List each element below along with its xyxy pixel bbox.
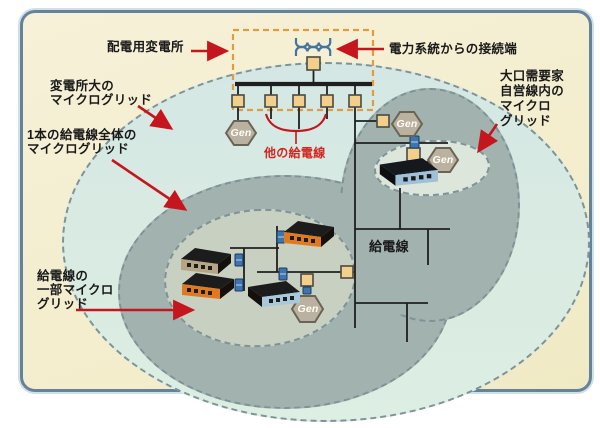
feeder-part-microgrid-label: 給電線の 一部マイクロ グリッド <box>37 269 114 311</box>
gen-label: Gen <box>432 154 454 166</box>
generators <box>224 111 460 323</box>
switch-square-icon <box>376 114 390 128</box>
gen-hexagon-icon <box>224 120 258 146</box>
other-feeders-arc-icon <box>264 113 328 144</box>
building-tan <box>181 248 231 274</box>
feeder-branches <box>257 107 450 342</box>
substation-dashed-box-icon <box>231 28 375 112</box>
gen-hexagon-icon <box>390 111 424 137</box>
substation-microgrid-label: 変電所大の マイクログリッド <box>50 79 153 107</box>
transformer-icon <box>294 38 332 56</box>
gen-label: Gen <box>230 127 252 139</box>
switch-square-icon <box>340 265 354 279</box>
large-customer-microgrid-label: 大口需要家 自営線内の マイクロ グリッド <box>500 69 565 128</box>
arrow-large-customer-microgrid <box>477 123 499 154</box>
switch-square-icon <box>348 94 362 108</box>
switch-squares <box>231 56 421 287</box>
annotation-arrows <box>76 38 499 321</box>
other-feeders-label: 他の給電線 <box>264 146 326 160</box>
arrow-feeder-whole-microgrid <box>111 158 188 211</box>
feeder-line-label: 給電線 <box>369 239 409 254</box>
switch-square-icon <box>300 273 314 287</box>
building-blue <box>248 281 300 307</box>
blue-connector-icon <box>302 286 312 295</box>
substation-label: 配電用変電所 <box>107 40 184 54</box>
switch-square-icon <box>306 56 321 71</box>
arrow-substation-microgrid <box>137 104 174 130</box>
building-orange-left <box>182 273 234 299</box>
switch-square-icon <box>231 94 245 108</box>
grid-connection-label: 電力系統からの接続端 <box>389 42 518 56</box>
building-orange-top <box>284 221 334 247</box>
blue-connectors <box>234 135 420 295</box>
switch-square-icon <box>320 94 334 108</box>
switch-square-icon <box>292 94 306 108</box>
switch-square-icon <box>264 94 278 108</box>
building-large-customer <box>379 158 438 186</box>
gen-label: Gen <box>297 303 319 315</box>
gen-label: Gen <box>396 118 418 130</box>
feeder-whole-microgrid-label: 1本の給電線全体の マイクログリッド <box>27 128 137 156</box>
